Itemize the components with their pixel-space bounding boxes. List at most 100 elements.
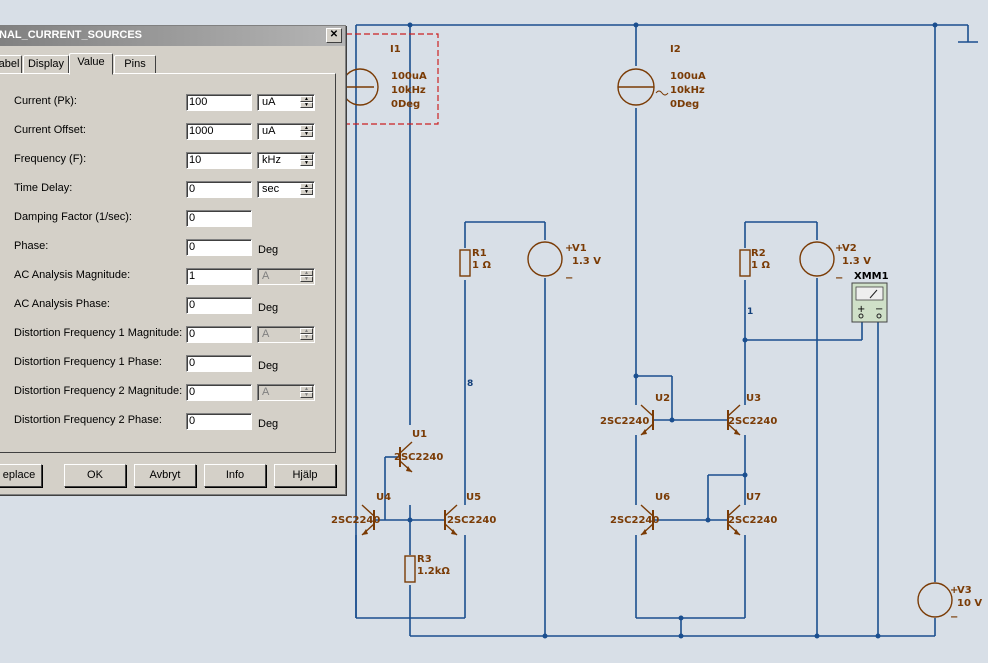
dialog-titlebar[interactable]: NAL_CURRENT_SOURCES ✕ [0, 26, 345, 46]
transistor-u5[interactable]: U5 2SC2240 [444, 492, 496, 536]
spinner-icon[interactable]: ▲▼ [300, 154, 313, 167]
info-button[interactable]: Info [204, 464, 266, 487]
param-value-input[interactable]: 1000 [186, 123, 252, 140]
param-value-input[interactable]: 0 [186, 181, 252, 198]
r2-value: 1 Ω [751, 260, 770, 271]
transistors: U12SC2240U22SC2240U32SC2240U42SC2240U52S… [331, 393, 777, 536]
r3-label: R3 [417, 554, 432, 565]
svg-text:−: − [875, 304, 883, 315]
net-label-1: 1 [747, 307, 753, 317]
close-button[interactable]: ✕ [326, 28, 342, 43]
param-label: Distortion Frequency 1 Phase: [14, 356, 162, 368]
unit-label: Deg [258, 360, 279, 372]
spinner-icon[interactable]: ▲▼ [300, 328, 313, 341]
transistor-u4[interactable]: U4 2SC2240 [331, 492, 391, 536]
transistor-label: U5 [466, 492, 481, 503]
transistor-label: U4 [376, 492, 391, 503]
transistor-model: 2SC2240 [447, 515, 496, 526]
junctions [407, 22, 938, 639]
spinner-icon[interactable]: ▲▼ [300, 270, 313, 283]
unit-select: A ▲▼ [257, 268, 315, 285]
transistor-label: U6 [655, 492, 670, 503]
resistor-r2[interactable]: R2 1 Ω [739, 248, 770, 277]
i1-phase: 0Deg [391, 99, 420, 110]
svg-text:+: + [950, 585, 958, 596]
transistor-u3[interactable]: U3 2SC2240 [727, 393, 777, 436]
transistor-model: 2SC2240 [394, 452, 443, 463]
param-label: Phase: [14, 240, 49, 252]
tab-label[interactable]: abel [0, 55, 22, 74]
i2-phase: 0Deg [670, 99, 699, 110]
unit-label: Deg [258, 244, 279, 256]
i1-freq: 10kHz [391, 85, 426, 96]
spinner-icon[interactable]: ▲▼ [300, 386, 313, 399]
unit-text: A [262, 386, 270, 398]
param-value-input[interactable]: 0 [186, 297, 252, 314]
voltage-source-v3[interactable]: +− V3 10 V [917, 582, 982, 623]
param-value-input[interactable]: 10 [186, 152, 252, 169]
net-label-8: 8 [467, 379, 473, 389]
transistor-model: 2SC2240 [331, 515, 380, 526]
unit-select: A ▲▼ [257, 326, 315, 343]
r1-value: 1 Ω [472, 260, 491, 271]
param-value-input[interactable]: 0 [186, 413, 252, 430]
unit-text: sec [262, 183, 280, 195]
tab-pins[interactable]: Pins [114, 55, 156, 74]
spinner-icon[interactable]: ▲▼ [300, 183, 313, 196]
v3-label: V3 [957, 585, 972, 596]
transistor-u2[interactable]: U2 2SC2240 [600, 393, 670, 436]
param-value-input[interactable]: 1 [186, 268, 252, 285]
help-button[interactable]: Hjälp [274, 464, 336, 487]
unit-select[interactable]: uA ▲▼ [257, 123, 315, 140]
resistor-r3[interactable]: R3 1.2kΩ [404, 554, 450, 583]
unit-text: uA [262, 125, 276, 137]
unit-label: Deg [258, 418, 279, 430]
transistor-label: U2 [655, 393, 670, 404]
unit-text: A [262, 270, 270, 282]
voltage-source-v1[interactable]: +− V1 1.3 V [527, 241, 601, 284]
resistor-r1[interactable]: R1 1 Ω [459, 248, 491, 277]
r2-label: R2 [751, 248, 766, 259]
param-value-input[interactable]: 0 [186, 355, 252, 372]
unit-select[interactable]: uA▲▼ [257, 94, 315, 111]
tab-value[interactable]: Value [69, 53, 113, 75]
param-label: AC Analysis Phase: [14, 298, 110, 310]
param-label: Frequency (F): [14, 153, 87, 165]
param-value-input[interactable]: 0 [186, 326, 252, 343]
multimeter-xmm1[interactable]: XMM1 + − [851, 271, 889, 323]
svg-text:+: + [835, 243, 843, 254]
close-icon: ✕ [329, 29, 339, 40]
unit-select[interactable]: sec ▲▼ [257, 181, 315, 198]
wires [355, 24, 978, 637]
param-value-input[interactable]: 0 [186, 210, 252, 227]
param-value-input[interactable]: 100 [186, 94, 252, 111]
current-source-i2[interactable]: I2 100uA 10kHz 0Deg [617, 44, 706, 110]
current-source-i1[interactable]: I1 100uA 10kHz 0Deg [341, 33, 439, 125]
unit-text: A [262, 328, 270, 340]
param-value-input[interactable]: 0 [186, 384, 252, 401]
transistor-label: U3 [746, 393, 761, 404]
param-value-input[interactable]: 0 [186, 239, 252, 256]
unit-select[interactable]: kHz▲▼ [257, 152, 315, 169]
spinner-icon[interactable]: ▲▼ [300, 96, 313, 109]
i2-freq: 10kHz [670, 85, 705, 96]
svg-text:+: + [857, 304, 865, 315]
xmm1-label: XMM1 [854, 271, 889, 282]
ok-button[interactable]: OK [64, 464, 126, 487]
svg-text:+: + [565, 243, 573, 254]
i1-label: I1 [390, 44, 401, 55]
transistor-model: 2SC2240 [728, 416, 777, 427]
tab-display[interactable]: Display [23, 55, 69, 74]
v3-value: 10 V [957, 598, 982, 609]
transistor-model: 2SC2240 [600, 416, 649, 427]
cancel-button[interactable]: Avbryt [134, 464, 196, 487]
voltage-source-v2[interactable]: +− V2 1.3 V [799, 241, 871, 284]
param-label: Time Delay: [14, 182, 73, 194]
replace-button[interactable]: eplace [0, 464, 42, 487]
dialog-title: NAL_CURRENT_SOURCES [0, 29, 143, 41]
spinner-icon[interactable]: ▲▼ [300, 125, 313, 138]
